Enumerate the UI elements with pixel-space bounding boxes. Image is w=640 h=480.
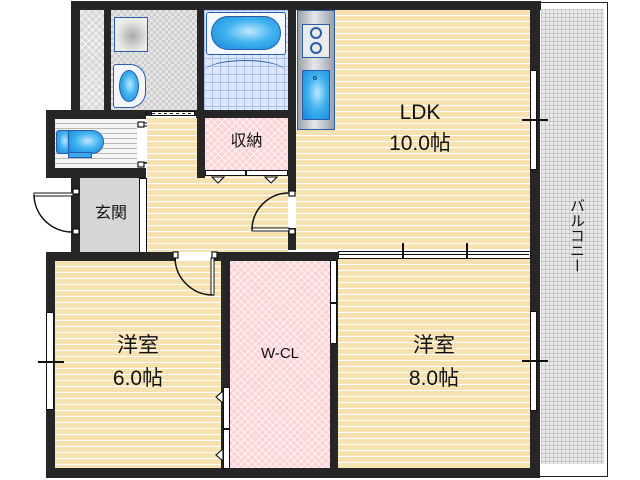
bathtub-cover-arc [204,60,286,110]
ldk-floor-lower [296,130,335,250]
washroom-threshold-dashed [151,111,195,116]
wcl-sliding-door-right-2[interactable] [330,303,337,344]
storage-floor [205,118,288,170]
wall-bath-right [288,10,296,250]
western-room-2-name: 洋室 [413,334,455,357]
storage-door-arrows-icon [210,176,279,184]
front-door-swing-icon[interactable] [32,188,82,238]
outer-wall-top [71,1,541,10]
storage-strip [80,10,105,110]
balcony-area [541,9,604,464]
ldk-name: LDK [399,101,441,124]
stove-icon [302,24,330,58]
western-room-1-door-swing-icon[interactable] [170,250,220,300]
ldk-door-opening [288,192,296,228]
western-room-1-floor [55,261,221,468]
wall-bath-bottom [196,110,294,118]
outer-wall-bottom [46,468,540,478]
western-room-1-window-handle [38,361,64,363]
western-room-2-floor [338,259,530,468]
wcl-sliding-door-right-1[interactable] [330,260,337,303]
ldk-door-swing-icon[interactable] [250,190,300,236]
outer-wall-right [530,1,540,478]
wall-wcl-right [330,252,338,472]
outer-wall-left-top [71,1,80,111]
ldk-floor [335,10,530,250]
ldk-window-handle [522,119,548,121]
wall-strip-divider [104,10,111,110]
entrance-step [139,178,147,254]
wall-toilet-bottom [46,168,146,178]
wcl-door-arrows-left-icon [215,389,224,463]
kitchen-sink-icon [302,70,330,120]
bathtub-icon [206,12,286,55]
storage-sliding-door-right[interactable] [246,170,288,176]
washing-machine-pan-icon [114,17,148,52]
balcony-label: バルコニー [568,198,585,273]
toilet-door-opening [137,123,146,163]
washbasin-icon [113,64,146,108]
wall-wcl-left [221,252,230,472]
wall-entrance-left [71,178,80,260]
wall-bath-left [197,10,204,118]
wall-toilet-top [46,110,146,119]
western-room-1-size: 6.0帖 [112,367,164,390]
partition-mark-1 [402,243,404,265]
ldk-bedroom-sliding-partition[interactable] [338,251,531,259]
toilet-icon [56,128,106,160]
western-room-2-window-handle [522,360,548,362]
wall-toilet-left [46,110,55,178]
western-room-2-size: 8.0帖 [408,367,460,390]
walk-in-closet-label: W-CL [260,345,300,362]
storage-label: 収納 [230,133,263,150]
room1-door-opening [176,252,214,261]
walk-in-closet-floor [230,261,330,468]
wall-storage-left [197,118,205,178]
wcl-sliding-door-left-1[interactable] [223,387,230,429]
ldk-size: 10.0帖 [389,132,451,155]
western-room-1-name: 洋室 [117,334,159,357]
entrance-floor [80,178,140,254]
storage-sliding-door-left[interactable] [205,170,246,176]
entrance-label: 玄関 [94,205,127,222]
partition-mark-2 [466,243,468,265]
